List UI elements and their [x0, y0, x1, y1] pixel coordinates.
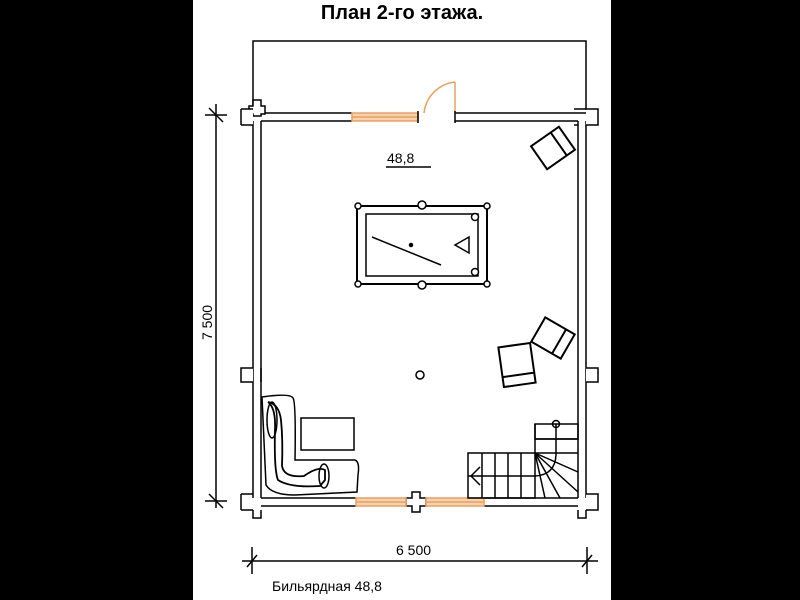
armchair-top [529, 125, 577, 171]
billiard-table [354, 200, 491, 290]
coffee-table [300, 417, 355, 451]
window-bottom-left [355, 497, 407, 507]
log-corners [240, 99, 599, 519]
armchair-right [529, 316, 577, 360]
height-dimension-label: 7 500 [199, 305, 215, 340]
room-area-label: 48,8 [387, 150, 414, 166]
floor-lamp [415, 370, 425, 380]
room-caption: Бильярдная 48,8 [272, 578, 382, 594]
window-bottom-right [425, 497, 485, 507]
staircase [467, 419, 579, 499]
walls [252, 112, 587, 507]
window-top [351, 112, 419, 122]
dimension-width [242, 547, 598, 574]
corner-sofa [261, 394, 360, 496]
dimension-height [205, 104, 227, 509]
width-dimension-label: 6 500 [396, 542, 431, 558]
plan-title: План 2-го этажа. [320, 2, 484, 24]
armchair-left [497, 341, 537, 389]
door-top [423, 81, 456, 114]
balcony-outline [252, 40, 587, 110]
